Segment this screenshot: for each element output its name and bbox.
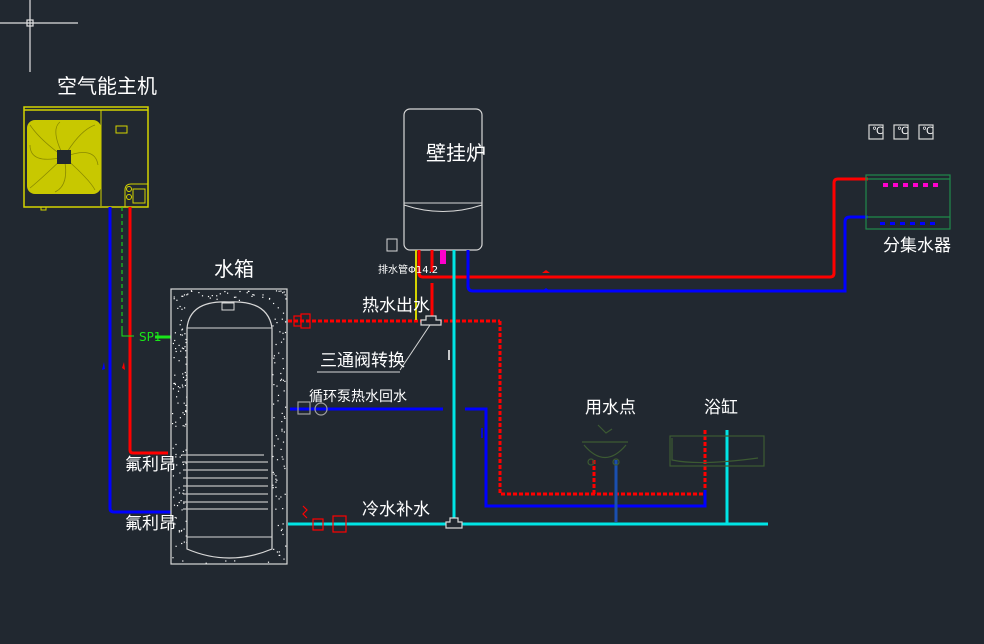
hot-pipe-to-tank: [128, 449, 168, 455]
sensor-label: SP1: [139, 330, 162, 344]
freon-bottom-label: 氟利昂: [125, 514, 176, 534]
thermostat-2: ℃: [897, 126, 909, 137]
manifold-label: 分集水器: [883, 236, 951, 256]
boiler-label: 壁挂炉: [426, 141, 486, 165]
water-point-label: 用水点: [585, 398, 636, 418]
washbasin-icon: [582, 424, 628, 466]
hot-water-out-label: 热水出水: [362, 296, 430, 316]
manifold-unit: [865, 174, 951, 230]
water-tank: [170, 288, 288, 565]
freon-top-label: 氟利昂: [125, 455, 176, 475]
thermostat-1: ℃: [872, 126, 884, 137]
tank-label: 水箱: [214, 257, 254, 281]
wall-boiler: [386, 108, 483, 320]
thermostat-3: ℃: [922, 126, 934, 137]
bathtub-label: 浴缸: [704, 398, 738, 418]
socket-icon: [386, 238, 398, 252]
tee-fitting-icon: [445, 517, 463, 529]
drain-pipe-label: 排水管Φ14.2: [378, 265, 439, 276]
valve-icon: [293, 313, 311, 329]
three-way-valve-icon: [420, 315, 442, 326]
circulation-pump-icon: [297, 401, 328, 416]
crosshair-cursor: [0, 0, 78, 72]
boiler-return: [466, 215, 868, 293]
heat-pump-label: 空气能主机: [57, 74, 157, 98]
bathtub-icon: [669, 435, 765, 467]
thermostat-group: [868, 124, 934, 140]
makeup-valve-icon: [302, 505, 347, 533]
return-pipe-to-tank: [108, 507, 176, 514]
boiler-hot-supply: [417, 177, 868, 279]
heat-pump-unit: [23, 106, 149, 211]
circ-pump-return-label: 循环泵热水回水: [309, 389, 407, 405]
three-way-valve-label: 三通阀转换: [320, 351, 405, 371]
cold-water-makeup-label: 冷水补水: [362, 500, 430, 520]
